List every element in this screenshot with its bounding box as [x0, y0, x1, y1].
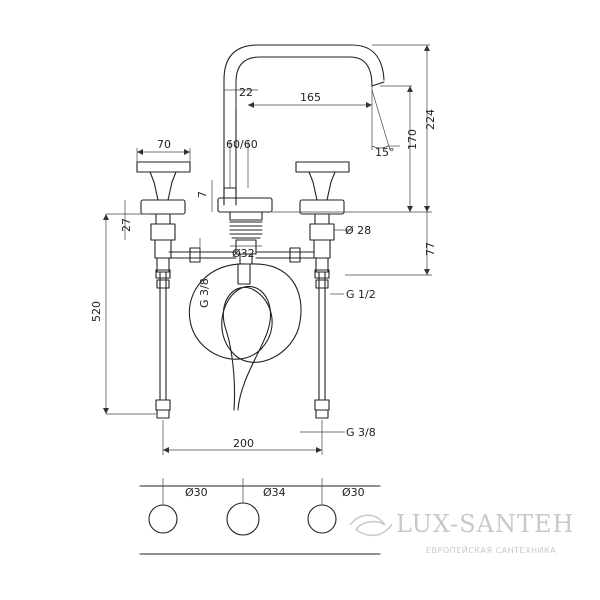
spout-shank: [229, 211, 263, 265]
dim-70: 70: [157, 138, 171, 151]
dim-200: 200: [233, 437, 254, 450]
hole-middle: [226, 502, 260, 536]
right-handle: [295, 161, 350, 273]
dim-g-3-8-bottom: G 3/8: [346, 426, 376, 439]
spout: [217, 44, 385, 213]
connector-pipes: [168, 247, 315, 263]
dim-77: 77: [424, 242, 437, 256]
dim-224: 224: [424, 109, 437, 130]
hole-left: [148, 504, 178, 534]
watermark: LUX-SANTEH ЕВРОПЕЙСКАЯ САНТЕХНИКА: [349, 510, 574, 555]
watermark-tagline: ЕВРОПЕЙСКАЯ САНТЕХНИКА: [426, 544, 556, 555]
dim-170: 170: [406, 129, 419, 150]
dim-g-3-8-left: G 3/8: [198, 278, 211, 308]
watermark-brand: LUX-SANTEH: [396, 510, 574, 538]
dim-g-1-2: G 1/2: [346, 288, 376, 301]
flexible-hose: [188, 263, 302, 411]
dim-diameter-32: Ø32: [232, 247, 255, 260]
dim-hole-left: Ø30: [185, 486, 208, 499]
countertop-section: [139, 478, 381, 555]
dimension-lines: [103, 44, 432, 455]
dim-hole-right: Ø30: [342, 486, 365, 499]
left-handle: [136, 161, 191, 273]
hole-right: [307, 504, 337, 534]
left-supply-hose: [155, 269, 171, 419]
dim-27: 27: [120, 218, 133, 232]
dim-60-60: 60/60: [226, 138, 258, 151]
dim-diameter-28: Ø 28: [345, 224, 371, 237]
dim-520: 520: [90, 301, 103, 322]
dim-15-degrees: 15°: [375, 146, 395, 159]
watermark-logo: [349, 514, 393, 537]
dimension-labels: 22 165 15° 170 224 70 60/60 7 27 Ø 28 77…: [90, 86, 437, 499]
dim-165: 165: [300, 91, 321, 104]
right-supply-hose: [314, 269, 330, 419]
dim-22: 22: [239, 86, 253, 99]
dim-hole-middle: Ø34: [263, 486, 286, 499]
dim-7: 7: [196, 191, 209, 198]
